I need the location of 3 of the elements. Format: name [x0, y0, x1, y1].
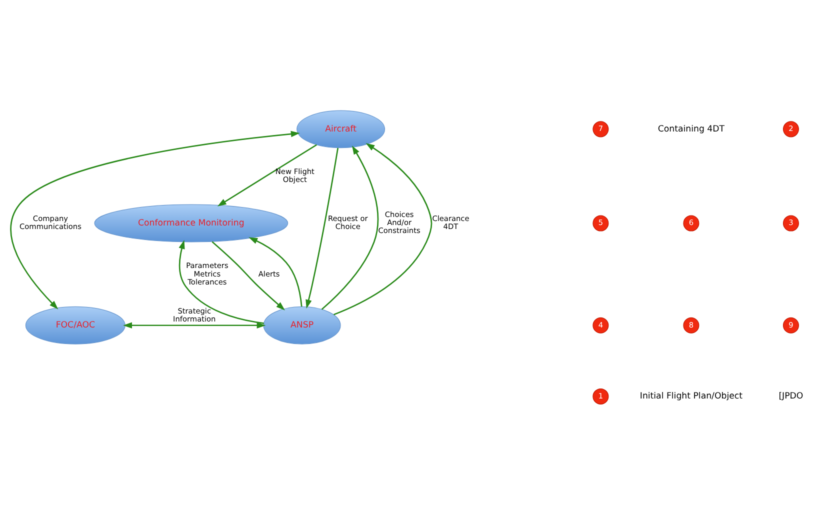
- label: Containing 4DT: [658, 124, 725, 134]
- label: [JPDO: [778, 391, 804, 402]
- label: Initial Flight Plan/Object: [640, 391, 743, 402]
